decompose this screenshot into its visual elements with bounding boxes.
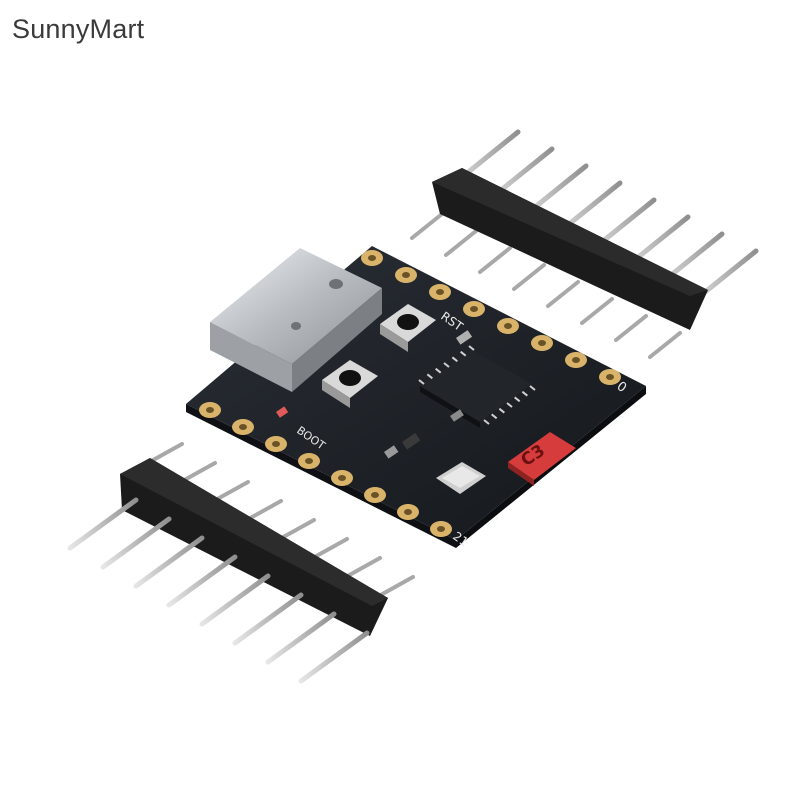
pad-hole — [538, 340, 546, 346]
header-pin-short — [309, 537, 349, 561]
pad-hole — [272, 441, 280, 447]
chip-leg — [514, 396, 521, 403]
header-pin-short — [512, 263, 546, 291]
chip-leg — [529, 385, 536, 391]
chip-leg — [418, 379, 425, 385]
pad-hole — [206, 407, 214, 413]
header-pin — [166, 554, 238, 608]
chip-leg — [521, 390, 528, 397]
chip-leg — [491, 413, 498, 420]
boot-button — [322, 360, 378, 408]
chip-leg — [443, 362, 450, 368]
header-pin — [67, 497, 139, 551]
usb-c-connector — [210, 248, 382, 392]
pad-hole — [402, 272, 410, 278]
bottom-pin-header — [67, 442, 415, 684]
chip-leg — [435, 367, 442, 374]
pad-hole — [436, 289, 444, 295]
chip-leg — [460, 350, 467, 357]
header-pin-short — [580, 297, 614, 325]
brand-watermark: SunnyMart — [12, 14, 145, 44]
bottom-header-pins-front — [67, 497, 370, 684]
header-pin — [232, 592, 304, 646]
pad-hole — [470, 306, 478, 312]
pad-hole — [606, 374, 614, 380]
pad-hole — [368, 255, 376, 261]
header-pin-short — [410, 212, 444, 240]
header-pin-short — [276, 518, 316, 542]
header-pin — [298, 630, 370, 684]
pad-hole — [437, 526, 445, 532]
top-edge-pads — [361, 250, 621, 385]
pad-hole — [371, 492, 379, 498]
pad-hole — [572, 357, 580, 363]
main-chip — [418, 345, 536, 428]
header-pin-short — [614, 314, 648, 342]
chip-leg — [506, 402, 513, 408]
crystal-oscillator — [436, 462, 486, 494]
pad-hole — [338, 475, 346, 481]
header-pin-short — [546, 280, 580, 308]
top-pin-header — [410, 129, 759, 359]
header-pin-short — [648, 331, 682, 359]
bottom-edge-pads — [199, 402, 452, 537]
header-pin — [133, 535, 205, 589]
chip-leg — [483, 419, 490, 425]
header-pin-short — [342, 556, 382, 580]
rst-button — [380, 304, 436, 352]
header-pin — [100, 516, 172, 570]
pad-hole — [404, 509, 412, 515]
chip-leg — [426, 373, 433, 380]
chip-leg — [451, 356, 458, 363]
header-pin-short — [444, 229, 478, 257]
pad-hole — [239, 424, 247, 430]
chip-legs — [418, 345, 536, 425]
pad-hole — [504, 323, 512, 329]
pad-hole — [305, 458, 313, 464]
header-pin-short — [375, 575, 415, 599]
pcb-board: C3 RST BOOT 0 21 — [186, 246, 646, 549]
antenna-chip: C3 — [508, 432, 576, 486]
header-pin-short — [478, 246, 512, 274]
header-pin — [265, 611, 337, 665]
chip-leg — [498, 407, 505, 414]
chip-leg — [468, 345, 475, 351]
header-pin — [199, 573, 271, 627]
